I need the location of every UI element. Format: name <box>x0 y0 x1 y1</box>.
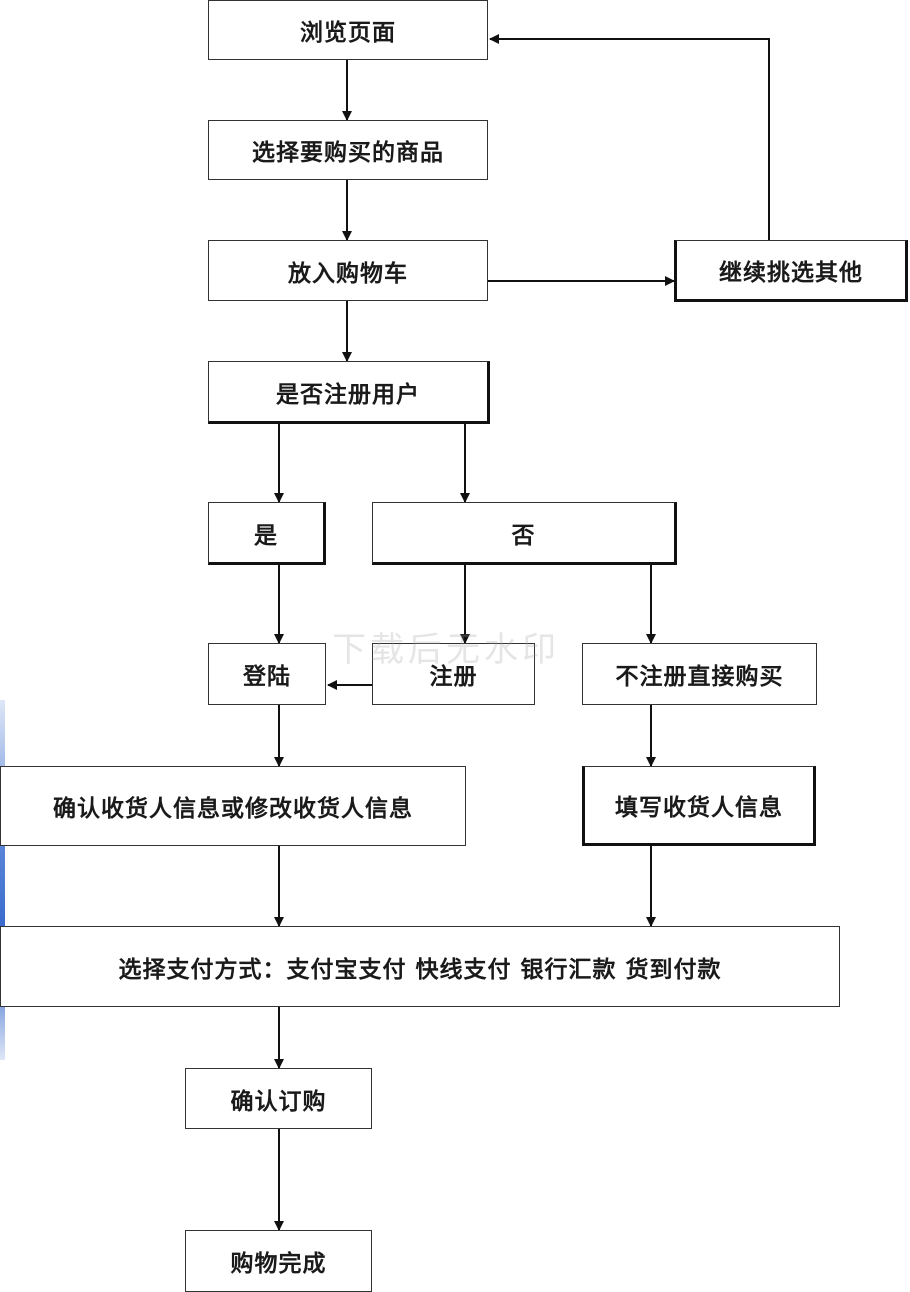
node-browse: 浏览页面 <box>208 0 488 60</box>
node-no: 否 <box>372 502 677 565</box>
left-edge-decoration <box>0 700 5 1060</box>
node-register: 注册 <box>372 643 535 705</box>
node-add-cart: 放入购物车 <box>208 240 488 301</box>
node-select-goods: 选择要购买的商品 <box>208 120 488 180</box>
arrow-continue-to-browse <box>489 34 770 240</box>
node-confirm-order: 确认订购 <box>185 1068 372 1129</box>
node-fill-receiver: 填写收货人信息 <box>582 766 816 846</box>
node-payment: 选择支付方式：支付宝支付 快线支付 银行汇款 货到付款 <box>0 926 840 1007</box>
node-buy-without-register: 不注册直接购买 <box>582 643 817 705</box>
node-done: 购物完成 <box>185 1230 372 1292</box>
node-is-registered: 是否注册用户 <box>208 361 490 424</box>
node-yes: 是 <box>208 502 326 565</box>
node-continue-shopping: 继续挑选其他 <box>674 240 908 302</box>
node-login: 登陆 <box>208 643 326 705</box>
watermark-text: 下载后无水印 <box>332 630 560 670</box>
node-confirm-receiver: 确认收货人信息或修改收货人信息 <box>0 766 466 846</box>
